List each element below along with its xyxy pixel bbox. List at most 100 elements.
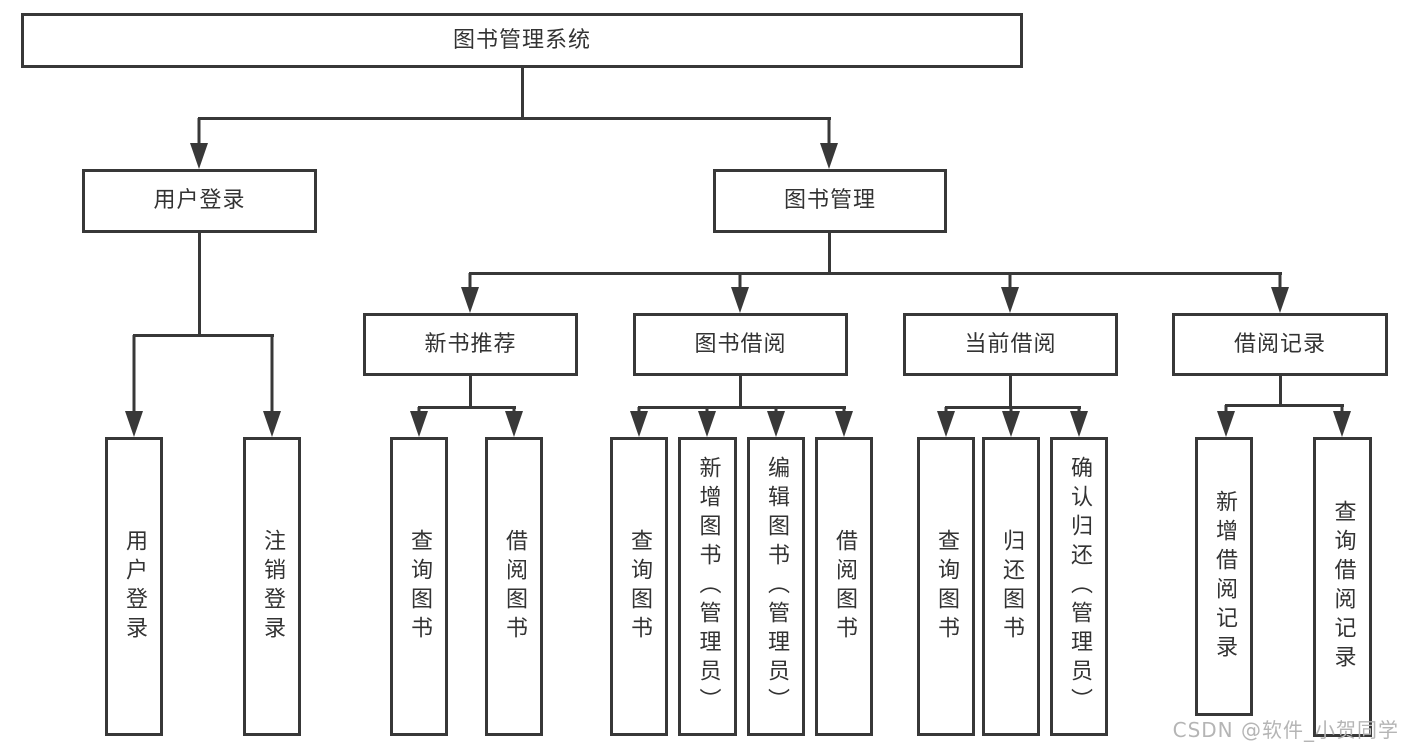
connector-vline xyxy=(1008,376,1012,409)
arrow-down-icon xyxy=(190,118,208,169)
node-label: 用户登录 xyxy=(153,188,246,213)
arrow-shaft xyxy=(270,335,274,415)
connector-hline xyxy=(944,405,1081,409)
node-leaf-query-books-current: 查询图书 xyxy=(917,437,975,736)
node-leaf-borrow-books-rec: 借阅图书 xyxy=(485,437,543,736)
arrow-shaft xyxy=(1224,405,1228,415)
node-label: 新书推荐 xyxy=(424,331,517,357)
arrow-down-icon xyxy=(820,118,838,169)
connector-vline xyxy=(197,233,201,337)
node-label: 图书管理系统 xyxy=(452,27,591,53)
arrow-down-icon xyxy=(1002,407,1020,437)
arrow-head xyxy=(820,143,838,169)
node-leaf-add-books-admin: 新增图书（管理员） xyxy=(678,437,737,736)
connector-vline xyxy=(468,376,472,409)
node-label: 查询图书 xyxy=(627,528,652,645)
node-book-management: 图书管理 xyxy=(713,169,947,233)
node-leaf-edit-books-admin: 编辑图书（管理员） xyxy=(747,437,805,736)
node-label: 当前借阅 xyxy=(964,331,1057,357)
connector-vline xyxy=(738,376,742,409)
node-label: 借阅记录 xyxy=(1233,331,1326,357)
connector-hline xyxy=(468,271,1282,275)
node-user-login: 用户登录 xyxy=(82,169,317,233)
arrow-head xyxy=(505,411,523,437)
arrow-down-icon xyxy=(1217,405,1235,437)
connector-vline xyxy=(827,233,831,275)
arrow-head xyxy=(1070,411,1088,437)
arrow-shaft xyxy=(827,118,831,147)
node-label: 查询图书 xyxy=(934,528,959,645)
arrow-down-icon xyxy=(410,407,428,437)
arrow-shaft xyxy=(1008,273,1012,291)
arrow-head xyxy=(1002,411,1020,437)
node-book-borrowing: 图书借阅 xyxy=(633,313,848,376)
arrow-down-icon xyxy=(1333,405,1351,437)
arrow-down-icon xyxy=(461,273,479,313)
node-label: 注销登录 xyxy=(260,528,285,645)
node-leaf-add-borrow-record: 新增借阅记录 xyxy=(1195,437,1253,716)
arrow-head xyxy=(937,411,955,437)
connector-hline xyxy=(417,405,516,409)
arrow-head xyxy=(835,411,853,437)
node-label: 新增图书（管理员） xyxy=(695,456,721,717)
arrow-head xyxy=(190,143,208,169)
arrow-shaft xyxy=(738,273,742,291)
arrow-head xyxy=(410,411,428,437)
node-leaf-confirm-return-admin: 确认归还（管理员） xyxy=(1050,437,1108,736)
node-borrowing-records: 借阅记录 xyxy=(1172,313,1388,376)
arrow-head xyxy=(461,287,479,313)
arrow-head xyxy=(1333,411,1351,437)
arrow-down-icon xyxy=(1070,407,1088,437)
arrow-down-icon xyxy=(630,407,648,437)
node-new-book-recommendation: 新书推荐 xyxy=(363,313,578,376)
arrow-head xyxy=(630,411,648,437)
arrow-shaft xyxy=(132,335,136,415)
node-label: 归还图书 xyxy=(999,528,1024,645)
connector-hline xyxy=(197,116,831,120)
node-label: 确认归还（管理员） xyxy=(1067,456,1092,717)
node-label: 新增借阅记录 xyxy=(1212,489,1237,664)
node-label: 图书管理 xyxy=(783,188,876,213)
node-leaf-query-books-rec: 查询图书 xyxy=(390,437,448,736)
arrow-head xyxy=(767,411,785,437)
node-leaf-query-books-borrow: 查询图书 xyxy=(610,437,668,736)
arrow-shaft xyxy=(197,118,201,147)
node-leaf-logout: 注销登录 xyxy=(243,437,301,736)
arrow-head xyxy=(263,411,281,437)
connector-hline xyxy=(132,333,274,337)
node-label: 图书借阅 xyxy=(694,331,787,357)
arrow-head xyxy=(1001,287,1019,313)
node-label: 借阅图书 xyxy=(832,528,857,645)
arrow-head xyxy=(1217,411,1235,437)
arrow-down-icon xyxy=(767,407,785,437)
arrow-head xyxy=(698,411,716,437)
node-library-system: 图书管理系统 xyxy=(21,13,1023,68)
arrow-down-icon xyxy=(835,407,853,437)
arrow-down-icon xyxy=(125,335,143,437)
arrow-shaft xyxy=(1278,273,1282,291)
arrow-down-icon xyxy=(698,407,716,437)
watermark: CSDN @软件_小贺同学 xyxy=(1172,718,1399,742)
arrow-down-icon xyxy=(937,407,955,437)
node-leaf-borrow-books: 借阅图书 xyxy=(815,437,873,736)
connector-hline xyxy=(1224,403,1344,407)
node-label: 借阅图书 xyxy=(502,528,527,645)
arrow-down-icon xyxy=(263,335,281,437)
connector-vline xyxy=(520,68,524,120)
arrow-shaft xyxy=(468,273,472,291)
connector-hline xyxy=(637,405,846,409)
node-current-borrowing: 当前借阅 xyxy=(903,313,1118,376)
connector-vline xyxy=(1278,376,1282,407)
arrow-head xyxy=(731,287,749,313)
node-leaf-return-books: 归还图书 xyxy=(982,437,1040,736)
arrow-head xyxy=(1271,287,1289,313)
node-leaf-query-borrow-record: 查询借阅记录 xyxy=(1313,437,1372,737)
arrow-down-icon xyxy=(731,273,749,313)
node-label: 查询借阅记录 xyxy=(1330,500,1356,674)
node-label: 查询图书 xyxy=(407,528,432,645)
arrow-down-icon xyxy=(1001,273,1019,313)
node-label: 用户登录 xyxy=(122,528,147,645)
node-label: 编辑图书（管理员） xyxy=(764,456,789,717)
arrow-down-icon xyxy=(1271,273,1289,313)
